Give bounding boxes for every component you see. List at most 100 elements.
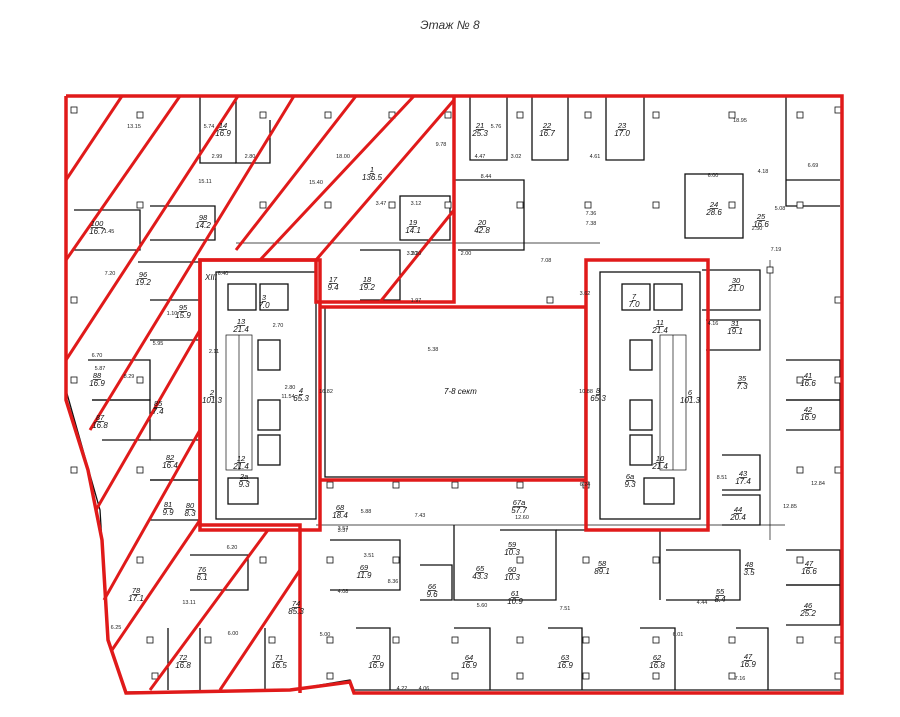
structural-column [516,481,524,489]
dimension-label: 4.16 [708,321,719,327]
dimension-label: 2.70 [273,323,284,329]
structural-column [796,466,804,474]
structural-column [516,556,524,564]
structural-column [834,296,842,304]
room-area: 10.3 [504,548,520,557]
structural-column [584,201,592,209]
room-area: 16.5 [271,661,287,670]
room-number: 48 [745,560,754,569]
room-area: 16.9 [89,379,105,388]
structural-column [516,672,524,680]
highlight-layer [64,94,844,695]
room-number: 82 [166,453,175,462]
dimension-label: 16.82 [319,389,333,395]
structural-column [516,111,524,119]
structural-column [728,672,736,680]
structural-column [70,106,78,114]
room-area: 11.9 [357,571,373,580]
stair-right [659,334,687,471]
room-number: 14 [219,121,227,130]
room-label: 766.1 [196,565,207,582]
dimension-label: 5.74 [204,124,215,130]
room-number: 3 [262,293,267,302]
room-number: 58 [598,559,607,568]
room-number: 6a [626,472,634,481]
dimension-label: 3.62 [580,291,591,297]
room-number: 76 [198,565,207,574]
structural-column [728,636,736,644]
room-label: 808.3 [184,501,196,518]
red-outline [64,94,844,695]
room-area: 43.3 [472,572,488,581]
dimension-label: 6.00 [228,631,239,637]
structural-column [834,636,842,644]
core-label: XIII [204,273,218,282]
room-area: 101.3 [202,396,223,405]
structural-column [136,376,144,384]
room-area: 19.1 [727,327,743,336]
structural-column [652,672,660,680]
room-area: 16.7 [89,227,105,236]
room-number: 71 [275,653,283,662]
dimension-label: 5.88 [361,509,372,515]
room-number: 13 [237,317,246,326]
room-number: 35 [738,374,747,383]
structural-column [582,672,590,680]
dimension-label: 13.11 [182,600,195,606]
room-area: 16.8 [92,421,108,430]
room-number: 74 [292,599,300,608]
dimension-label: 4.18 [758,169,769,175]
room-area: 17.0 [614,129,630,138]
structural-column [796,111,804,119]
room-number: 20 [477,218,487,227]
dimension-label: 7.43 [415,513,426,519]
stair-left [225,334,253,471]
structural-column [582,556,590,564]
dimension-label: 13.15 [127,124,141,130]
dimension-label: 2.80 [285,385,296,391]
room-area: 28.6 [705,208,722,217]
structural-column [146,636,154,644]
dimension-label: 2.99 [212,154,223,160]
room-area: 16.9 [215,129,231,138]
structural-column [324,201,332,209]
column-grid [70,106,842,680]
room-area: 85.3 [288,607,304,616]
room-area: 10.9 [507,597,523,606]
dimension-label: 3.57 [338,526,349,532]
dimension-label: 7.16 [735,676,746,682]
room-area: 17.4 [735,477,751,486]
structural-column [766,266,774,274]
room-label: 558.4 [714,587,726,604]
room-area: 9.3 [624,480,636,489]
structural-column [516,201,524,209]
room-label: 857.4 [152,399,164,416]
structural-column [728,201,736,209]
dimension-label: 4.22 [397,686,408,692]
room-number: 62 [653,653,662,662]
structural-column [444,201,452,209]
room-number: 80 [186,501,195,510]
room-label: 2a9.3 [238,472,250,489]
room-number: 95 [179,303,188,312]
dimension-label: 12.60 [515,515,529,521]
room-number: 2 [209,388,215,397]
room-area: 7.4 [152,407,164,416]
room-area: 9.4 [327,283,339,292]
structural-column [136,201,144,209]
